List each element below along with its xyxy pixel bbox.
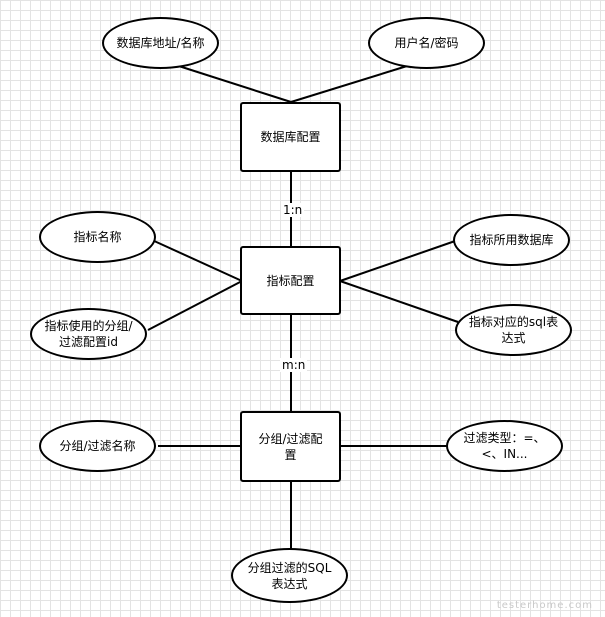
- connector-metric-sql: [339, 280, 459, 323]
- connector-metric-group-id: [147, 280, 243, 331]
- watermark: testerhome.com: [496, 600, 593, 611]
- attribute-group-filter-name-label: 分组/过滤名称: [59, 439, 136, 453]
- attribute-filter-type-label: 过滤类型：=、<、IN...: [463, 431, 546, 461]
- connector-metric-name: [151, 239, 243, 282]
- entity-group-filter-config-label: 分组/过滤配置: [258, 431, 323, 462]
- attribute-filter-type[interactable]: 过滤类型：=、<、IN...: [446, 420, 563, 472]
- connector-user-password: [290, 61, 421, 103]
- attribute-db-address-name[interactable]: 数据库地址/名称: [102, 17, 219, 69]
- attribute-metric-name[interactable]: 指标名称: [39, 211, 156, 263]
- attribute-metric-sql-label: 指标对应的sql表达式: [468, 315, 559, 345]
- entity-db-config[interactable]: 数据库配置: [240, 102, 341, 172]
- attribute-metric-database[interactable]: 指标所用数据库: [453, 214, 570, 266]
- attribute-metric-name-label: 指标名称: [73, 230, 122, 244]
- attribute-group-filter-sql[interactable]: 分组过滤的SQL表达式: [231, 548, 348, 603]
- relation-label-db-metric: 1:n: [281, 203, 305, 217]
- relation-label-metric-group: m:n: [280, 358, 308, 372]
- entity-metric-config-label: 指标配置: [266, 273, 315, 288]
- attribute-metric-group-filter-id-label: 指标使用的分组/过滤配置id: [44, 319, 133, 349]
- connector-metric-database: [339, 239, 459, 282]
- attribute-metric-database-label: 指标所用数据库: [469, 233, 554, 247]
- attribute-db-address-name-label: 数据库地址/名称: [116, 36, 205, 50]
- attribute-metric-sql[interactable]: 指标对应的sql表达式: [455, 304, 572, 356]
- attribute-group-filter-sql-label: 分组过滤的SQL表达式: [247, 560, 332, 591]
- entity-metric-config[interactable]: 指标配置: [240, 246, 341, 315]
- attribute-user-password[interactable]: 用户名/密码: [368, 17, 485, 69]
- attribute-user-password-label: 用户名/密码: [394, 36, 459, 50]
- attribute-metric-group-filter-id[interactable]: 指标使用的分组/过滤配置id: [30, 308, 147, 360]
- attribute-group-filter-name[interactable]: 分组/过滤名称: [39, 420, 156, 472]
- entity-db-config-label: 数据库配置: [260, 130, 321, 144]
- entity-group-filter-config[interactable]: 分组/过滤配置: [240, 411, 341, 482]
